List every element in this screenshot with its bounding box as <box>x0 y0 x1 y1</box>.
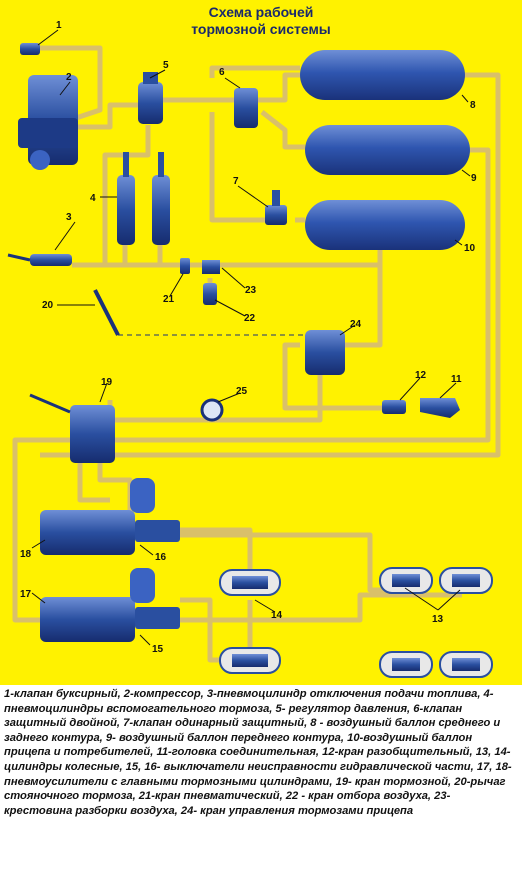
booster-lower <box>40 568 180 642</box>
pipe-to-valve7 <box>209 112 268 223</box>
callout-21: 21 <box>163 294 175 305</box>
pipe-compressor-regulator <box>75 102 140 130</box>
title-line-2: тормозной системы <box>191 21 331 37</box>
air-tank-rear <box>300 50 465 100</box>
callout-19: 19 <box>101 377 113 388</box>
pipe-tank9-right <box>12 147 491 623</box>
towing-valve <box>20 43 40 55</box>
callout-7: 7 <box>233 176 239 187</box>
pipe-brakevalve-down2 <box>97 462 133 515</box>
rear-axle-wheel-cylinders <box>379 567 493 678</box>
callout-10: 10 <box>464 243 476 254</box>
callout-9: 9 <box>471 173 477 184</box>
compressor <box>18 75 78 170</box>
callout-22: 22 <box>244 313 256 324</box>
coupling-head <box>420 398 460 418</box>
callout-15: 15 <box>152 644 164 655</box>
pressure-regulator <box>138 72 163 124</box>
callout-20: 20 <box>42 300 54 311</box>
brake-valve <box>29 393 115 463</box>
parking-brake-lever <box>93 289 310 336</box>
isolating-valve <box>382 400 406 414</box>
callout-13: 13 <box>432 614 444 625</box>
front-axle-wheel-cylinders <box>219 569 281 674</box>
fuel-cutoff-cylinder <box>7 253 72 266</box>
diagram-title: Схема рабочей тормозной системы <box>0 4 522 38</box>
pipe-14-feed <box>180 527 253 580</box>
pipe-tank10-down <box>340 265 383 348</box>
callout-12: 12 <box>415 370 427 381</box>
callout-2: 2 <box>66 72 72 83</box>
air-tank-front <box>305 125 470 175</box>
pipe-towing-valve <box>38 45 103 123</box>
callout-18: 18 <box>20 549 32 560</box>
callout-24: 24 <box>350 319 362 330</box>
callout-6: 6 <box>219 67 225 78</box>
pipe-protect-to-tank9 <box>260 110 305 150</box>
callout-11: 11 <box>451 374 462 385</box>
auxiliary-brake-cylinders <box>117 152 170 245</box>
title-line-1: Схема рабочей <box>208 4 314 20</box>
pipe-tank8-right <box>40 72 501 458</box>
callout-14: 14 <box>271 610 283 621</box>
callout-17: 17 <box>20 589 32 600</box>
callout-25: 25 <box>236 386 248 397</box>
callout-4: 4 <box>90 193 96 204</box>
pipe-14-lower <box>180 597 253 663</box>
callout-23: 23 <box>245 285 257 296</box>
pipe-to-trailer-valve <box>282 342 385 411</box>
trailer-brake-control-valve <box>305 330 345 375</box>
pipe-main-horizontal <box>72 245 383 268</box>
pipe-to-tank8 <box>209 65 300 78</box>
pipe-brakevalve-down <box>77 462 110 503</box>
legend-caption: 1-клапан буксирный, 2-компрессор, 3-пнев… <box>4 688 512 817</box>
booster-upper <box>40 478 180 555</box>
air-bleed-valve <box>203 283 217 305</box>
callout-8: 8 <box>470 100 476 111</box>
callout-3: 3 <box>66 212 72 223</box>
pipe-13-feed2 <box>180 592 462 623</box>
callout-1: 1 <box>56 20 62 31</box>
callout-16: 16 <box>155 552 167 563</box>
pressure-gauge <box>200 398 224 422</box>
callout-5: 5 <box>163 60 169 71</box>
single-protection-valve <box>265 190 287 225</box>
brake-system-diagram: 1 2 3 4 5 6 7 8 9 10 11 12 13 14 15 16 1… <box>7 20 501 678</box>
pipe-13-feed <box>180 532 400 593</box>
air-cross-fitting <box>202 260 220 274</box>
air-tank-trailer <box>305 200 465 250</box>
callout-leaders <box>31 29 471 646</box>
callout-labels: 1 2 3 4 5 6 7 8 9 10 11 12 13 14 15 16 1… <box>20 20 477 655</box>
pneumatic-valve <box>180 258 190 274</box>
diagram-stage: 1 2 3 4 5 6 7 8 9 10 11 12 13 14 15 16 1… <box>0 0 522 685</box>
pipe-protect-to-tank8 <box>255 72 300 103</box>
double-protection-valve <box>234 88 258 128</box>
